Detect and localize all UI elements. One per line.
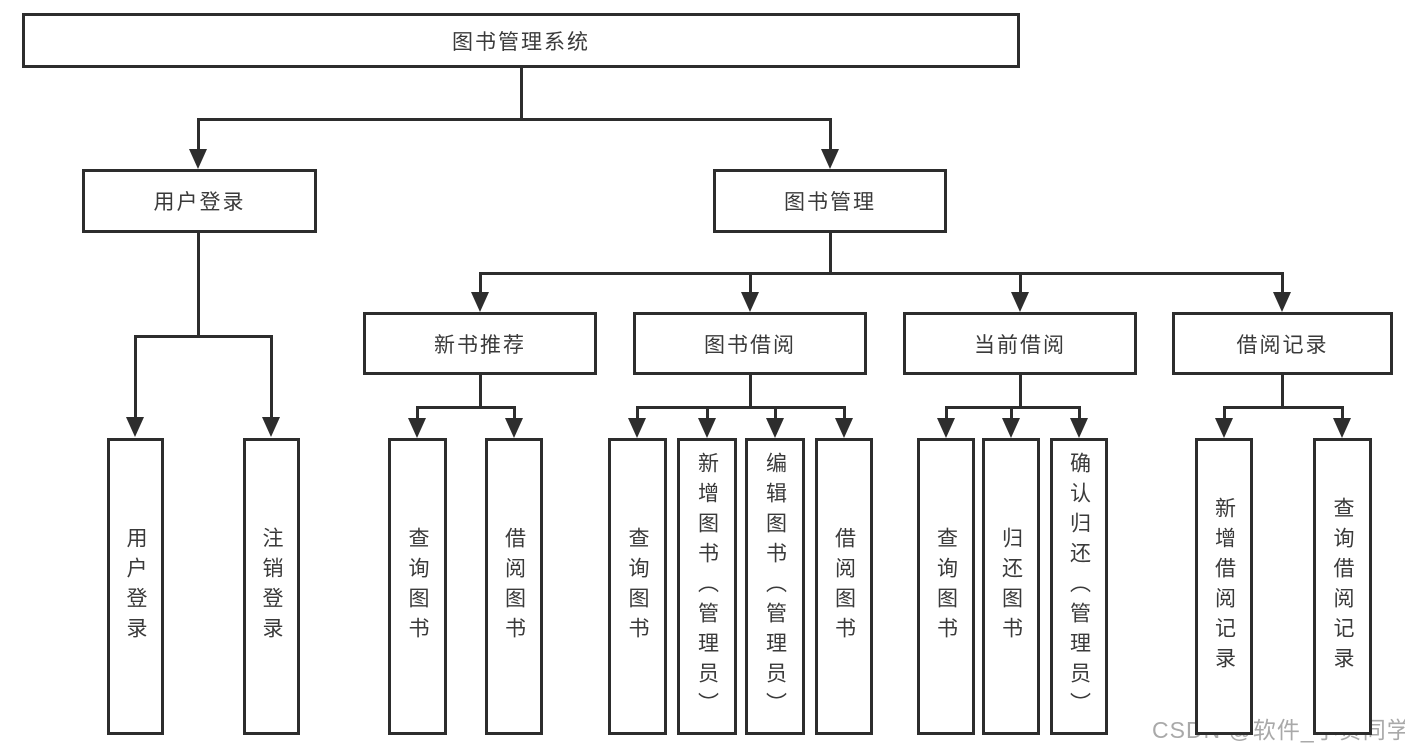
arrow-down-icon [126, 417, 144, 437]
node-cb-query-book: 查询图书 [917, 438, 975, 735]
arrow-down-icon [835, 418, 853, 438]
connector-line [415, 406, 419, 418]
connector-line [196, 233, 200, 335]
arrow-down-icon [937, 418, 955, 438]
connector-line [1009, 406, 1013, 418]
connector-line [748, 375, 752, 406]
connector-line [635, 406, 846, 409]
arrow-down-icon [698, 418, 716, 438]
connector-line [1222, 406, 1226, 418]
node-nb-borrow-book: 借阅图书 [485, 438, 543, 735]
arrow-down-icon [408, 418, 426, 438]
arrow-down-icon [741, 292, 759, 312]
node-label-book-management: 图书管理 [784, 191, 876, 214]
node-label-leaf-logout: 注销登录 [260, 526, 284, 647]
connector-line [842, 406, 846, 418]
node-bb-borrow-book: 借阅图书 [815, 438, 873, 735]
node-label-br-query-record: 查询借阅记录 [1331, 496, 1355, 677]
node-book-borrow: 图书借阅 [633, 312, 867, 375]
arrow-down-icon [1215, 418, 1233, 438]
connector-line [944, 406, 1081, 409]
node-borrow-records: 借阅记录 [1172, 312, 1393, 375]
node-label-cb-query-book: 查询图书 [934, 526, 958, 647]
connector-line [196, 118, 200, 149]
node-user-login: 用户登录 [82, 169, 317, 233]
connector-line [415, 406, 516, 409]
connector-line [1018, 375, 1022, 406]
connector-line [635, 406, 639, 418]
node-bb-edit-book: 编辑图书（管理员） [745, 438, 805, 735]
arrow-down-icon [1011, 292, 1029, 312]
connector-line [478, 375, 482, 406]
connector-line [1222, 406, 1344, 409]
arrow-down-icon [628, 418, 646, 438]
node-label-book-borrow: 图书借阅 [704, 333, 796, 357]
connector-line [705, 406, 709, 418]
node-bb-query-book: 查询图书 [608, 438, 667, 735]
connector-line [773, 406, 777, 418]
node-label-user-login: 用户登录 [153, 191, 246, 214]
connector-line [1018, 272, 1022, 292]
node-br-add-record: 新增借阅记录 [1195, 438, 1253, 735]
node-book-management: 图书管理 [713, 169, 947, 233]
connector-line [1280, 375, 1284, 406]
connector-line [196, 118, 832, 121]
node-label-bb-query-book: 查询图书 [626, 526, 650, 647]
node-label-new-book-recommend: 新书推荐 [434, 333, 526, 357]
arrow-down-icon [505, 418, 523, 438]
connector-line [478, 272, 482, 292]
node-label-root: 图书管理系统 [452, 30, 590, 54]
node-label-leaf-user-login: 用户登录 [124, 526, 148, 647]
connector-line [269, 335, 273, 417]
node-label-cb-return-book: 归还图书 [999, 526, 1023, 647]
node-leaf-user-login: 用户登录 [107, 438, 164, 735]
connector-line [1077, 406, 1081, 418]
connector-line [1340, 406, 1344, 418]
node-nb-query-book: 查询图书 [388, 438, 447, 735]
arrow-down-icon [1333, 418, 1351, 438]
connector-line [1280, 272, 1284, 292]
node-label-borrow-records: 借阅记录 [1236, 333, 1329, 357]
connector-line [944, 406, 948, 418]
connector-line [748, 272, 752, 292]
connector-line [133, 335, 137, 417]
arrow-down-icon [821, 149, 839, 169]
node-cb-confirm-return: 确认归还（管理员） [1050, 438, 1108, 735]
arrow-down-icon [471, 292, 489, 312]
arrow-down-icon [766, 418, 784, 438]
connector-line [478, 272, 1284, 275]
node-root: 图书管理系统 [22, 13, 1020, 68]
connector-line [133, 335, 273, 338]
node-label-bb-add-book: 新增图书（管理员） [695, 451, 719, 722]
node-label-br-add-record: 新增借阅记录 [1212, 496, 1236, 677]
node-leaf-logout: 注销登录 [243, 438, 300, 735]
node-bb-add-book: 新增图书（管理员） [677, 438, 737, 735]
arrow-down-icon [262, 417, 280, 437]
node-label-nb-query-book: 查询图书 [406, 526, 430, 647]
connector-line [519, 68, 523, 118]
node-br-query-record: 查询借阅记录 [1313, 438, 1372, 735]
connector-line [828, 233, 832, 272]
node-label-cb-confirm-return: 确认归还（管理员） [1067, 451, 1091, 722]
connector-line [512, 406, 516, 418]
node-label-bb-borrow-book: 借阅图书 [832, 526, 856, 647]
arrow-down-icon [1070, 418, 1088, 438]
node-new-book-recommend: 新书推荐 [363, 312, 597, 375]
arrow-down-icon [189, 149, 207, 169]
node-label-current-borrow: 当前借阅 [974, 333, 1066, 357]
arrow-down-icon [1273, 292, 1291, 312]
arrow-down-icon [1002, 418, 1020, 438]
node-label-nb-borrow-book: 借阅图书 [502, 526, 526, 647]
node-current-borrow: 当前借阅 [903, 312, 1137, 375]
connector-line [828, 118, 832, 149]
node-cb-return-book: 归还图书 [982, 438, 1040, 735]
node-label-bb-edit-book: 编辑图书（管理员） [763, 451, 787, 722]
